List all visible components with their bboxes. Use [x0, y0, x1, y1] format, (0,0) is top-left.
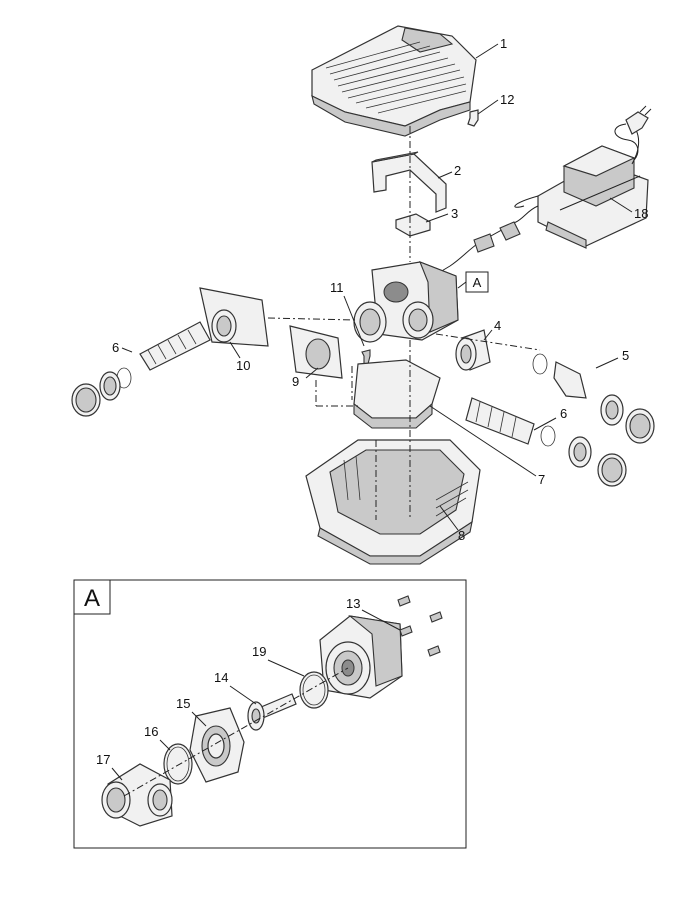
- callout-10: 10: [236, 358, 250, 373]
- detail-A-frame: [73, 579, 467, 849]
- motor-unit: [353, 261, 459, 343]
- callout-1: 1: [500, 36, 507, 51]
- part-1-top-cover: [311, 25, 477, 137]
- part-10-connector-inner: [216, 315, 232, 337]
- part-4-nut: [455, 329, 491, 371]
- callout-6-right: 6: [560, 406, 567, 421]
- callout-19: 19: [252, 644, 266, 659]
- power-cord: [614, 123, 639, 161]
- part-15-cover-plate: [189, 707, 245, 783]
- part-5-hose-kit: [532, 353, 655, 444]
- callout-12: 12: [500, 92, 514, 107]
- detail-A-title: A: [84, 585, 100, 612]
- callout-17: 17: [96, 752, 110, 767]
- part-6-hose-right: [465, 397, 627, 487]
- part-13-screws: [397, 595, 443, 657]
- cable-connector: [473, 221, 521, 253]
- part-17-pump-housing: [101, 763, 173, 827]
- callout-6-left: 6: [112, 340, 119, 355]
- assembly-lines: [267, 126, 541, 520]
- plug-pin: [639, 105, 647, 113]
- plug-pin: [644, 108, 652, 116]
- part-16-o-ring-inner: [166, 746, 190, 782]
- leader-lines: [121, 43, 633, 531]
- detail-ref-label: A: [473, 275, 482, 290]
- callout-3: 3: [451, 206, 458, 221]
- callout-16: 16: [144, 724, 158, 739]
- part-13-motor-block: [319, 615, 403, 699]
- part-8-base: [305, 439, 481, 565]
- callout-14: 14: [214, 670, 228, 685]
- detail-A-leaders: [111, 609, 401, 781]
- callout-15: 15: [176, 696, 190, 711]
- part-9-gasket-hole: [305, 338, 331, 370]
- callout-11: 11: [330, 280, 344, 295]
- callout-8: 8: [458, 528, 465, 543]
- part-14-impeller: [247, 693, 297, 731]
- callout-2: 2: [454, 163, 461, 178]
- callout-13: 13: [346, 596, 360, 611]
- callout-9: 9: [292, 374, 299, 389]
- power-plug: [625, 111, 649, 135]
- part-6-hose-left: [71, 321, 211, 417]
- part-3-insert: [395, 213, 431, 237]
- callout-5: 5: [622, 348, 629, 363]
- detail-A-title-box: [73, 579, 111, 615]
- part-19-o-ring: [299, 671, 329, 709]
- part-19-o-ring-inner: [302, 674, 326, 706]
- part-2-bracket-edge: [371, 151, 419, 163]
- part-12-clip: [467, 109, 479, 127]
- detail-A-axis: [123, 667, 349, 797]
- part-16-o-ring: [163, 743, 193, 785]
- part-18-transformer: [514, 129, 649, 249]
- callout-7: 7: [538, 472, 545, 487]
- leader-A: [457, 281, 467, 289]
- part-2-bracket: [371, 153, 447, 213]
- part-7-mount-base: [353, 402, 433, 429]
- callout-18: 18: [634, 206, 648, 221]
- callout-4: 4: [494, 318, 501, 333]
